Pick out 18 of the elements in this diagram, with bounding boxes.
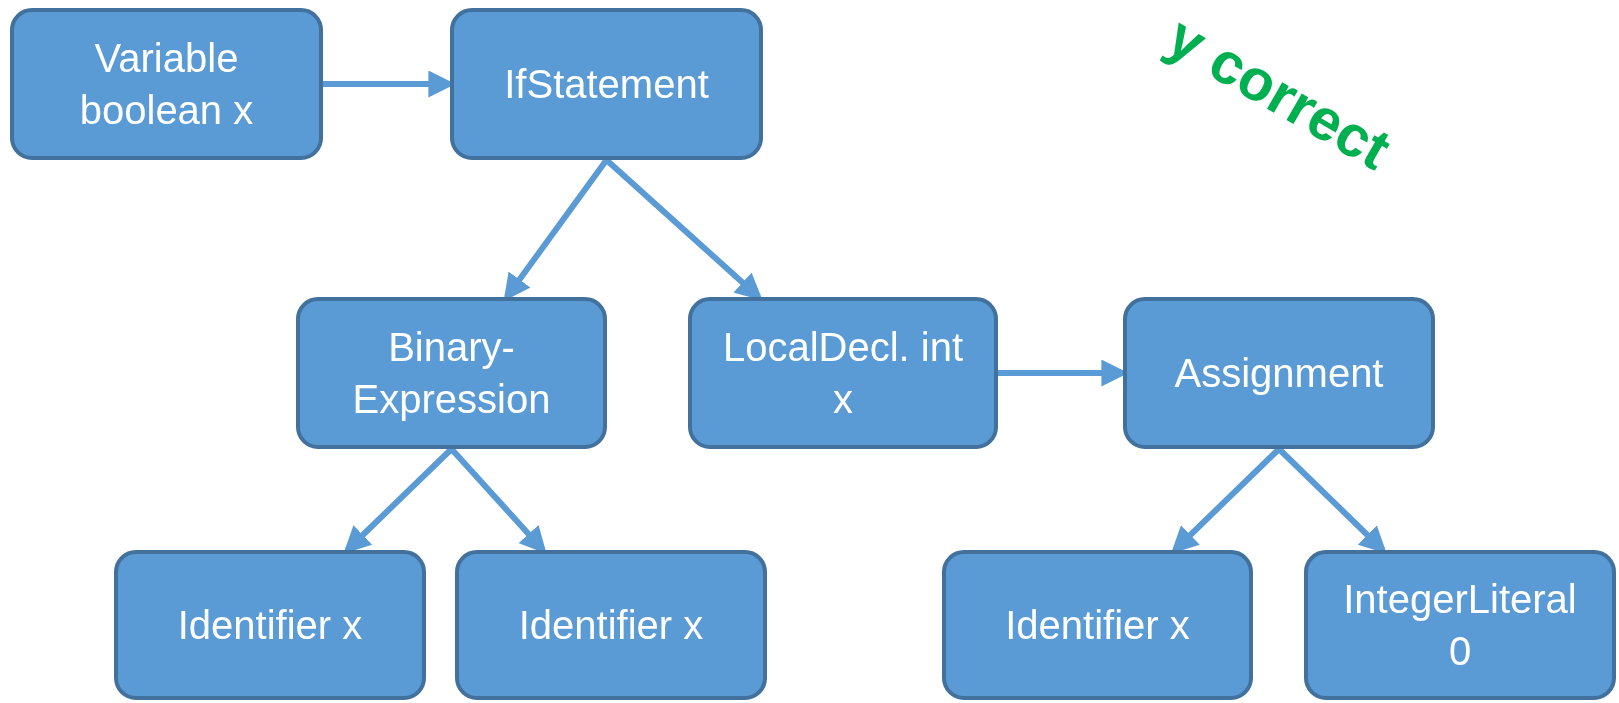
node-label: IntegerLiteral 0 xyxy=(1342,576,1578,675)
node-label: Identifier x xyxy=(518,602,704,649)
tree-node-box xyxy=(1304,550,1616,700)
node-label: IfStatement xyxy=(504,61,709,108)
node-label: Assignment xyxy=(1174,350,1384,397)
node-label: Identifier x xyxy=(1005,602,1190,649)
node-label: Identifier x xyxy=(177,602,363,649)
tree-node-box xyxy=(450,8,763,160)
tree-node-box xyxy=(1123,297,1435,449)
tree-node-box xyxy=(114,550,426,700)
tree-node-box xyxy=(296,297,607,449)
node-label: Binary- Expression xyxy=(351,324,552,423)
node-label: LocalDecl. int x xyxy=(722,324,964,423)
tree-node-box xyxy=(688,297,998,449)
tree-node-box xyxy=(10,8,323,160)
tree-node-box xyxy=(942,550,1253,700)
tree-node-box xyxy=(455,550,767,700)
node-label: Variable boolean x xyxy=(78,35,255,134)
